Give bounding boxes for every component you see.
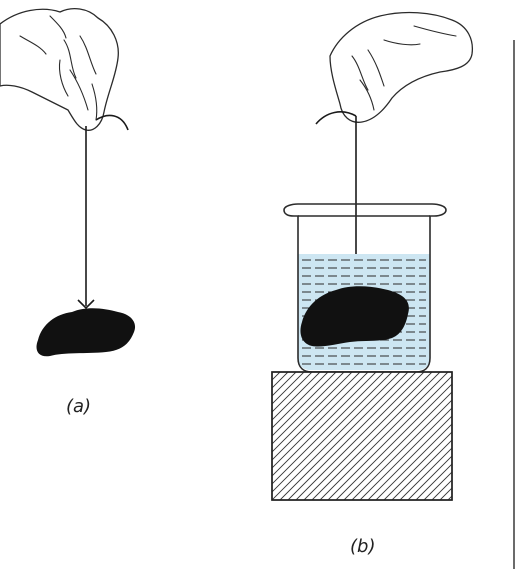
stone-icon: [36, 308, 136, 357]
hatch-line: [272, 372, 345, 445]
beaker-icon: [283, 203, 447, 373]
panel-b: (b): [271, 11, 528, 557]
panel-a: (a): [0, 7, 136, 417]
hatch-line: [391, 439, 452, 500]
hatch-line: [383, 431, 452, 500]
hatch-line: [272, 372, 353, 453]
hatch-line: [456, 372, 528, 500]
block-hatching: [272, 372, 528, 500]
hatch-line: [319, 372, 449, 500]
wooden-block-icon: [271, 371, 528, 501]
hatch-line: [295, 372, 425, 500]
hatch-line: [447, 495, 452, 500]
hand-icon: [329, 11, 474, 123]
hatch-line: [311, 372, 441, 500]
hatch-line: [335, 383, 452, 500]
hatch-line: [399, 447, 452, 500]
hatch-line: [464, 372, 528, 500]
hatch-line: [272, 372, 393, 493]
thread-b: [315, 111, 357, 125]
hatch-line: [520, 372, 528, 500]
hatch-line: [272, 372, 401, 500]
hatch-line: [272, 372, 369, 469]
hatch-line: [272, 372, 337, 437]
hatch-line: [272, 372, 385, 485]
hatch-line: [272, 372, 273, 373]
hatch-line: [287, 372, 417, 500]
hatch-line: [272, 372, 297, 397]
hatch-line: [272, 372, 313, 413]
thread-a-knot: [77, 299, 95, 310]
hatch-line: [327, 375, 452, 500]
hatch-line: [375, 423, 452, 500]
hatch-line: [504, 372, 528, 500]
hatch-line: [367, 415, 452, 500]
hatch-line: [423, 471, 452, 500]
thread-a: [95, 114, 129, 131]
hatch-line: [351, 399, 452, 500]
hatch-line: [272, 372, 377, 477]
hand-icon: [0, 7, 119, 131]
caption-b: (b): [350, 536, 375, 557]
hatch-line: [279, 372, 409, 500]
hatch-line: [415, 463, 452, 500]
hatch-line: [407, 455, 452, 500]
hatch-line: [488, 372, 528, 500]
hatch-line: [496, 372, 528, 500]
hatch-line: [272, 372, 289, 389]
hatch-line: [303, 372, 433, 500]
hatch-line: [343, 391, 452, 500]
caption-a: (a): [66, 396, 91, 417]
stone-icon: [300, 286, 409, 347]
hatch-line: [359, 407, 452, 500]
hatch-line: [272, 372, 329, 429]
hatch-line: [480, 372, 528, 500]
hatch-line: [272, 372, 321, 421]
hatch-line: [272, 372, 281, 381]
hatch-line: [272, 372, 361, 461]
hatch-line: [472, 372, 528, 500]
hatch-line: [272, 372, 305, 405]
